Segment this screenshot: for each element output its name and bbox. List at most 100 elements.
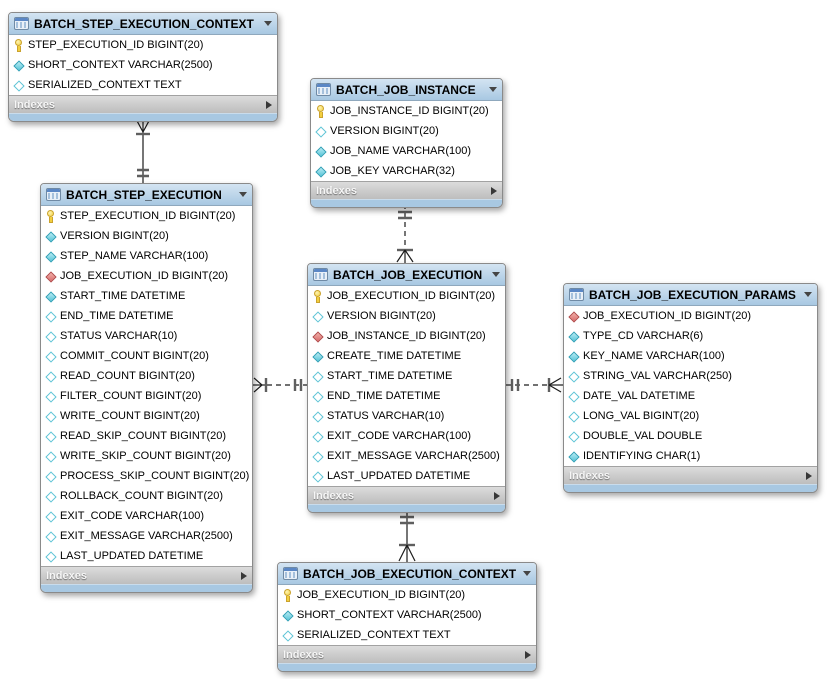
table-batch-step-execution[interactable]: BATCH_STEP_EXECUTION STEP_EXECUTION_ID BI…: [40, 183, 253, 593]
nullable-icon: [282, 629, 293, 642]
indexes-bar[interactable]: Indexes: [564, 466, 817, 484]
column-label: JOB_EXECUTION_ID BIGINT(20): [60, 270, 229, 282]
column-row[interactable]: JOB_KEY VARCHAR(32): [311, 161, 502, 181]
column-row[interactable]: VERSION BIGINT(20): [311, 121, 502, 141]
column-row[interactable]: STEP_NAME VARCHAR(100): [41, 246, 252, 266]
column-row[interactable]: STATUS VARCHAR(10): [41, 326, 252, 346]
nullable-icon: [312, 370, 323, 383]
column-row[interactable]: VERSION BIGINT(20): [308, 306, 505, 326]
column-row[interactable]: WRITE_SKIP_COUNT BIGINT(20): [41, 446, 252, 466]
column-row[interactable]: JOB_EXECUTION_ID BIGINT(20): [41, 266, 252, 286]
indexes-bar[interactable]: Indexes: [278, 645, 536, 663]
column-row[interactable]: START_TIME DATETIME: [308, 366, 505, 386]
column-label: JOB_NAME VARCHAR(100): [330, 145, 471, 157]
indexes-bar[interactable]: Indexes: [311, 181, 502, 199]
column-row[interactable]: TYPE_CD VARCHAR(6): [564, 326, 817, 346]
column-row[interactable]: ROLLBACK_COUNT BIGINT(20): [41, 486, 252, 506]
column-row[interactable]: LAST_UPDATED DATETIME: [41, 546, 252, 566]
foreign-key-icon: [312, 330, 323, 343]
column-row[interactable]: EXIT_CODE VARCHAR(100): [41, 506, 252, 526]
chevron-down-icon[interactable]: [523, 571, 531, 576]
nullable-icon: [45, 390, 56, 403]
table-header[interactable]: BATCH_STEP_EXECUTION_CONTEXT: [9, 13, 277, 35]
column-row[interactable]: END_TIME DATETIME: [41, 306, 252, 326]
table-icon: [283, 567, 298, 580]
table-title: BATCH_STEP_EXECUTION: [66, 187, 222, 202]
column-row[interactable]: EXIT_CODE VARCHAR(100): [308, 426, 505, 446]
table-header[interactable]: BATCH_JOB_EXECUTION_PARAMS: [564, 284, 817, 306]
table-header[interactable]: BATCH_STEP_EXECUTION: [41, 184, 252, 206]
column-row[interactable]: STATUS VARCHAR(10): [308, 406, 505, 426]
column-row[interactable]: SERIALIZED_CONTEXT TEXT: [9, 75, 277, 95]
column-row[interactable]: STEP_EXECUTION_ID BIGINT(20): [9, 35, 277, 55]
indexes-bar[interactable]: Indexes: [41, 566, 252, 584]
table-header[interactable]: BATCH_JOB_INSTANCE: [311, 79, 502, 101]
column-row[interactable]: IDENTIFYING CHAR(1): [564, 446, 817, 466]
relationship-job-execution-to-step-execution[interactable]: [253, 377, 307, 393]
column-row[interactable]: LONG_VAL BIGINT(20): [564, 406, 817, 426]
chevron-down-icon[interactable]: [804, 292, 812, 297]
nullable-icon: [315, 125, 326, 138]
indexes-label: Indexes: [46, 569, 87, 582]
column-row[interactable]: JOB_NAME VARCHAR(100): [311, 141, 502, 161]
nullable-icon: [45, 550, 56, 563]
column-row[interactable]: STEP_EXECUTION_ID BIGINT(20): [41, 206, 252, 226]
expand-right-icon[interactable]: [266, 100, 272, 109]
column-row[interactable]: PROCESS_SKIP_COUNT BIGINT(20): [41, 466, 252, 486]
column-row[interactable]: SHORT_CONTEXT VARCHAR(2500): [278, 605, 536, 625]
column-row[interactable]: DATE_VAL DATETIME: [564, 386, 817, 406]
column-row[interactable]: SHORT_CONTEXT VARCHAR(2500): [9, 55, 277, 75]
column-row[interactable]: COMMIT_COUNT BIGINT(20): [41, 346, 252, 366]
column-row[interactable]: FILTER_COUNT BIGINT(20): [41, 386, 252, 406]
expand-right-icon[interactable]: [494, 491, 500, 500]
column-row[interactable]: READ_SKIP_COUNT BIGINT(20): [41, 426, 252, 446]
chevron-down-icon[interactable]: [489, 87, 497, 92]
column-row[interactable]: SERIALIZED_CONTEXT TEXT: [278, 625, 536, 645]
column-row[interactable]: JOB_INSTANCE_ID BIGINT(20): [311, 101, 502, 121]
expand-right-icon[interactable]: [491, 186, 497, 195]
column-row[interactable]: KEY_NAME VARCHAR(100): [564, 346, 817, 366]
nullable-icon: [45, 530, 56, 543]
column-row[interactable]: DOUBLE_VAL DOUBLE: [564, 426, 817, 446]
table-icon: [14, 17, 29, 30]
column-row[interactable]: JOB_EXECUTION_ID BIGINT(20): [308, 286, 505, 306]
column-row[interactable]: CREATE_TIME DATETIME: [308, 346, 505, 366]
table-header[interactable]: BATCH_JOB_EXECUTION_CONTEXT: [278, 563, 536, 585]
expand-right-icon[interactable]: [525, 650, 531, 659]
column-row[interactable]: EXIT_MESSAGE VARCHAR(2500): [308, 446, 505, 466]
chevron-down-icon[interactable]: [492, 272, 500, 277]
column-row[interactable]: LAST_UPDATED DATETIME: [308, 466, 505, 486]
column-row[interactable]: READ_COUNT BIGINT(20): [41, 366, 252, 386]
column-row[interactable]: JOB_INSTANCE_ID BIGINT(20): [308, 326, 505, 346]
expand-right-icon[interactable]: [806, 471, 812, 480]
relationship-job-instance-to-job-execution[interactable]: [396, 204, 414, 263]
column-row[interactable]: END_TIME DATETIME: [308, 386, 505, 406]
foreign-key-icon: [568, 310, 579, 323]
chevron-down-icon[interactable]: [264, 21, 272, 26]
column-row[interactable]: VERSION BIGINT(20): [41, 226, 252, 246]
relationship-job-execution-to-job-context[interactable]: [398, 509, 416, 562]
column-row[interactable]: STRING_VAL VARCHAR(250): [564, 366, 817, 386]
column-row[interactable]: JOB_EXECUTION_ID BIGINT(20): [564, 306, 817, 326]
expand-right-icon[interactable]: [241, 571, 247, 580]
column-row[interactable]: START_TIME DATETIME: [41, 286, 252, 306]
relationship-step-execution-to-step-context[interactable]: [135, 118, 151, 183]
column-row[interactable]: WRITE_COUNT BIGINT(20): [41, 406, 252, 426]
column-label: STRING_VAL VARCHAR(250): [583, 370, 732, 382]
indexes-bar[interactable]: Indexes: [9, 95, 277, 113]
chevron-down-icon[interactable]: [239, 192, 247, 197]
indexes-bar[interactable]: Indexes: [308, 486, 505, 504]
table-header[interactable]: BATCH_JOB_EXECUTION: [308, 264, 505, 286]
column-row[interactable]: EXIT_MESSAGE VARCHAR(2500): [41, 526, 252, 546]
table-batch-job-instance[interactable]: BATCH_JOB_INSTANCE JOB_INSTANCE_ID BIGINT…: [310, 78, 503, 208]
column-label: SERIALIZED_CONTEXT TEXT: [28, 79, 182, 91]
column-row[interactable]: JOB_EXECUTION_ID BIGINT(20): [278, 585, 536, 605]
column-list: STEP_EXECUTION_ID BIGINT(20)VERSION BIGI…: [41, 206, 252, 566]
relationship-job-execution-to-params[interactable]: [506, 377, 563, 393]
table-title: BATCH_JOB_INSTANCE: [336, 82, 476, 97]
column-label: READ_COUNT BIGINT(20): [60, 370, 195, 382]
